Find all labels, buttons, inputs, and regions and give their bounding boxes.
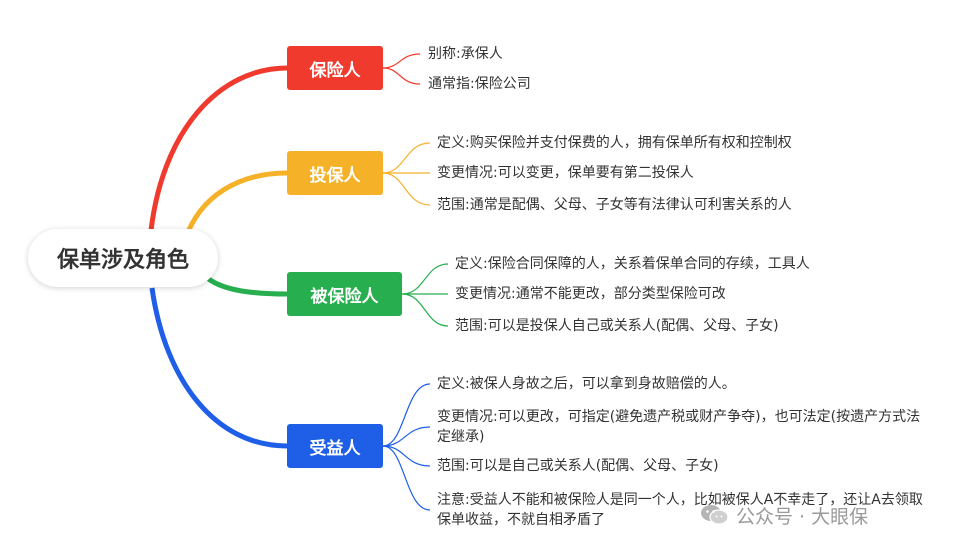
connector-root-shouyiren xyxy=(149,287,288,449)
leaf-definition: 定义:保险合同保障的人，关系着保单合同的存续，工具人 xyxy=(455,256,810,272)
connector-leaf xyxy=(382,426,431,447)
connector-root-beibaoxianren xyxy=(203,274,288,297)
leaf-change: 变更情况:通常不能更改，部分类型保险可改 xyxy=(455,286,726,302)
leaf-scope: 范围:可以是自己或关系人(配偶、父母、子女) xyxy=(437,458,719,474)
connector-leaf xyxy=(382,383,431,447)
leaf-change: 变更情况:可以变更，保单要有第二投保人 xyxy=(437,165,694,181)
root-node: 保单涉及角色 xyxy=(28,229,218,287)
connector-leaf xyxy=(382,142,431,174)
connector-root-toubaoren xyxy=(182,170,288,241)
connector-leaf xyxy=(382,67,421,85)
branch-node-shouyiren: 受益人 xyxy=(287,424,383,468)
connector-leaf xyxy=(401,293,449,327)
wechat-icon xyxy=(701,505,729,525)
leaf-usually: 通常指:保险公司 xyxy=(428,76,531,92)
leaf-definition: 定义:购买保险并支付保费的人，拥有保单所有权和控制权 xyxy=(437,135,792,151)
connector-leaf xyxy=(382,172,431,206)
connector-leaf xyxy=(401,263,449,295)
watermark: 公众号 · 大眼保 xyxy=(700,500,868,530)
connector-leaf xyxy=(382,445,431,467)
leaf-definition: 定义:被保人身故之后，可以拿到身故赔偿的人。 xyxy=(437,376,736,392)
branch-node-beibaoxianren: 被保险人 xyxy=(287,272,402,316)
leaf-alias: 别称:承保人 xyxy=(428,46,503,62)
branch-node-toubaoren: 投保人 xyxy=(287,151,383,195)
leaf-scope: 范围:通常是配偶、父母、子女等有法律认可利害关系的人 xyxy=(437,197,792,213)
connector-leaf xyxy=(382,445,431,511)
branch-node-baoxianren: 保险人 xyxy=(287,46,383,90)
leaf-scope: 范围:可以是投保人自己或关系人(配偶、父母、子女) xyxy=(455,318,779,334)
leaf-note: 注意:受益人不能和被保险人是同一个人，比如被保人A不幸走了，还让A去领取保单收益… xyxy=(437,492,923,528)
connector-root-baoxianren xyxy=(147,65,288,241)
watermark-text: 公众号 · 大眼保 xyxy=(736,505,869,528)
leaf-change: 变更情况:可以更改，可指定(避免遗产税或财产争夺)，也可法定(按遗产方式法定继承… xyxy=(437,409,921,445)
connector-leaf xyxy=(382,53,421,69)
